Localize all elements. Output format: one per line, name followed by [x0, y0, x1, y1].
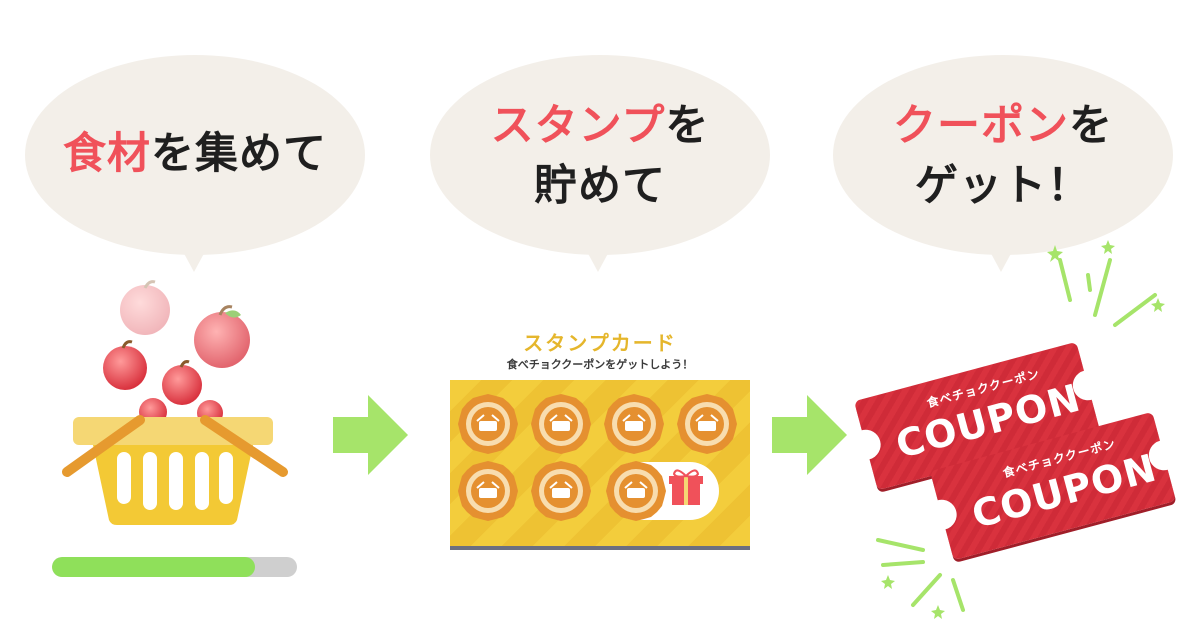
step-2-text: スタンプを 貯めて: [430, 96, 770, 216]
step-3-line-2: ゲット！: [915, 161, 1091, 211]
stamp-grid: [457, 393, 738, 522]
apple-icon: [194, 305, 250, 368]
step-2-line-1: スタンプを: [430, 96, 770, 156]
speech-bubble-coupon: [833, 55, 1173, 255]
step-1-rest: を集めて: [151, 129, 327, 179]
step-3-line-1: クーポンを: [833, 96, 1173, 156]
apple-icon: [120, 280, 170, 335]
step-3-rest: を: [1069, 101, 1113, 151]
coupon-notch: [847, 426, 885, 464]
stamp-icon: [676, 393, 738, 455]
step-2-rest: を: [665, 101, 710, 151]
arrow-right-icon: [772, 395, 847, 475]
speech-bubble-tail: [987, 246, 1015, 272]
speech-bubble-stamp: [430, 55, 770, 255]
speech-bubble-tail: [584, 246, 612, 272]
stamp-card: [450, 380, 750, 550]
basket-illustration: [62, 280, 288, 525]
step-1-text: 食材を集めて: [25, 124, 365, 184]
collection-progress-bar: [52, 557, 297, 577]
step-2-line-2: 貯めて: [534, 161, 666, 211]
stamp-icon: [457, 460, 519, 522]
speech-bubble-collect: [25, 55, 365, 255]
gift-icon: [669, 469, 703, 505]
stamp-card-title: スタンプカード: [523, 331, 677, 355]
speech-bubble-tail: [180, 246, 208, 272]
stamp-icon: [605, 460, 667, 522]
stamp-card-subtitle: 食べチョククーポンをゲットしよう！: [506, 358, 694, 371]
sparkle-icon: [876, 538, 965, 619]
stamp-icon: [457, 393, 519, 455]
step-3-highlight: クーポン: [893, 101, 1069, 151]
arrow-right-icon: [333, 395, 408, 475]
apple-icon: [103, 340, 147, 390]
step-1-highlight: 食材: [63, 129, 151, 179]
stamp-icon: [530, 393, 592, 455]
step-2-highlight: スタンプ: [490, 101, 666, 151]
stamp-icon: [603, 393, 665, 455]
step-3-text: クーポンを ゲット！: [833, 96, 1173, 216]
sparkle-icon: [1047, 240, 1165, 327]
stamp-icon: [530, 460, 592, 522]
collection-progress-fill: [52, 557, 256, 577]
apple-icon: [162, 360, 202, 405]
